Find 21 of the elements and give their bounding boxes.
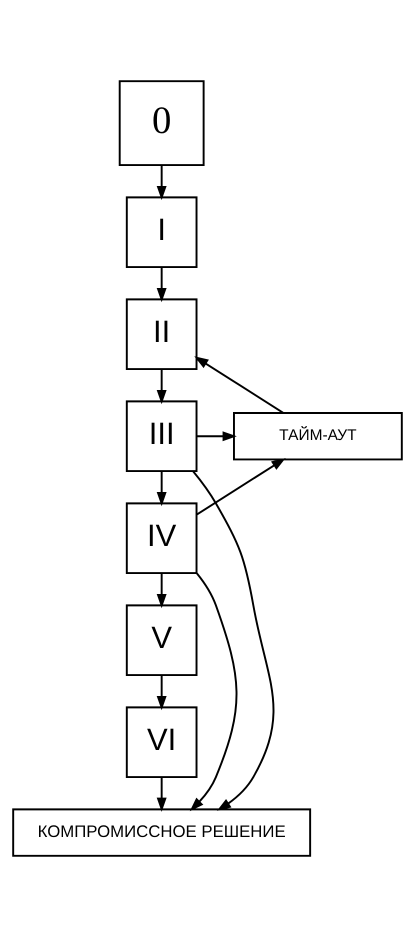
node-box: I <box>126 196 198 268</box>
arrow <box>156 267 167 302</box>
node-box: III <box>126 400 198 472</box>
node-box: КОМПРОМИССНОЕ РЕШЕНИЕ <box>12 808 312 857</box>
arrow <box>190 572 238 812</box>
arrow <box>192 470 274 811</box>
arrow <box>156 369 167 404</box>
arrow <box>197 431 237 442</box>
node-box: II <box>126 298 198 370</box>
node-box: V <box>126 604 198 676</box>
node-box: IV <box>126 502 198 574</box>
arrow <box>194 356 284 414</box>
node-box: ТАЙМ-АУТ <box>233 412 403 460</box>
arrow <box>156 471 167 506</box>
arrow <box>156 165 167 200</box>
arrow <box>156 573 167 608</box>
arrow <box>156 777 167 812</box>
arrow <box>156 675 167 710</box>
arrow <box>196 458 286 516</box>
node-box: VI <box>126 706 198 778</box>
node-box: 0 <box>118 80 205 166</box>
